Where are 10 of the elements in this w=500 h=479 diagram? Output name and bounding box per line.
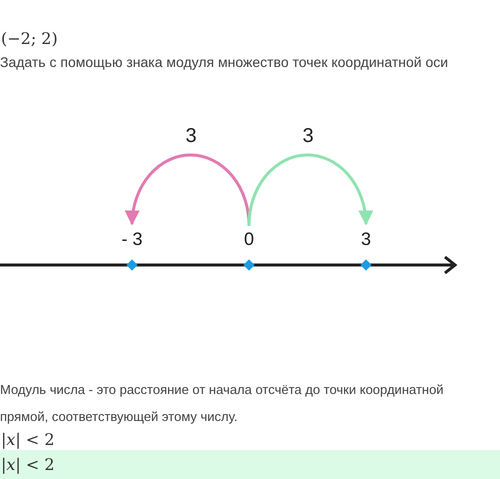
definition-text: Модуль числа - это расстояние от начала отсчёта до точки координатной прямой, соответствующей этому числу. [0, 381, 445, 426]
answer-text: |x| < 2 [1, 429, 55, 451]
arc-arrow [248, 154, 373, 226]
answer-bar: |x| < 2 [0, 450, 500, 479]
point-label: 3 [360, 230, 371, 248]
point-label: 0 [244, 230, 254, 248]
task-text: Задать с помощью знака модуля множество точек координатной оси [0, 53, 448, 72]
arc-arrow [125, 154, 250, 226]
point-label: - 3 [121, 230, 142, 248]
interval-text: (−2; 2) [1, 28, 58, 50]
